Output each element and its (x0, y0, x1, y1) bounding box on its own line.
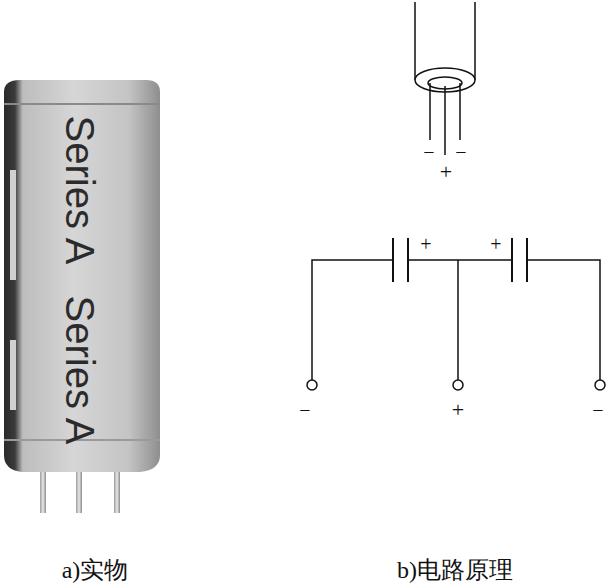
terminal-name: − (592, 400, 603, 420)
terminal (453, 380, 463, 390)
terminal (595, 380, 605, 390)
circuit-schematic (307, 238, 605, 390)
capacitor-outline-symbol (415, 2, 475, 155)
rim (4, 103, 160, 105)
sub-caption: b)电路原理 (397, 558, 513, 582)
printed-marking: Series A (60, 296, 100, 445)
polarity-mark: + (490, 234, 501, 254)
sleeve-mark (10, 340, 16, 410)
capacitor-photo (4, 80, 160, 513)
terminal (307, 380, 317, 390)
capacitor-body (4, 80, 160, 472)
pin-name: + (440, 161, 452, 183)
wire (312, 260, 393, 380)
sleeve-mark (10, 170, 16, 280)
terminal-name: − (299, 400, 310, 420)
capacitor-symbol (393, 238, 408, 282)
polarity-mark: + (420, 234, 431, 254)
sub-caption: a)实物 (62, 558, 129, 582)
capacitor-symbol (512, 238, 527, 282)
terminal-name: + (452, 399, 464, 421)
printed-marking: Series A (60, 116, 100, 265)
pin-name: − (423, 142, 434, 162)
pin-name: − (455, 142, 466, 162)
wire (527, 260, 600, 380)
wire (408, 260, 512, 380)
